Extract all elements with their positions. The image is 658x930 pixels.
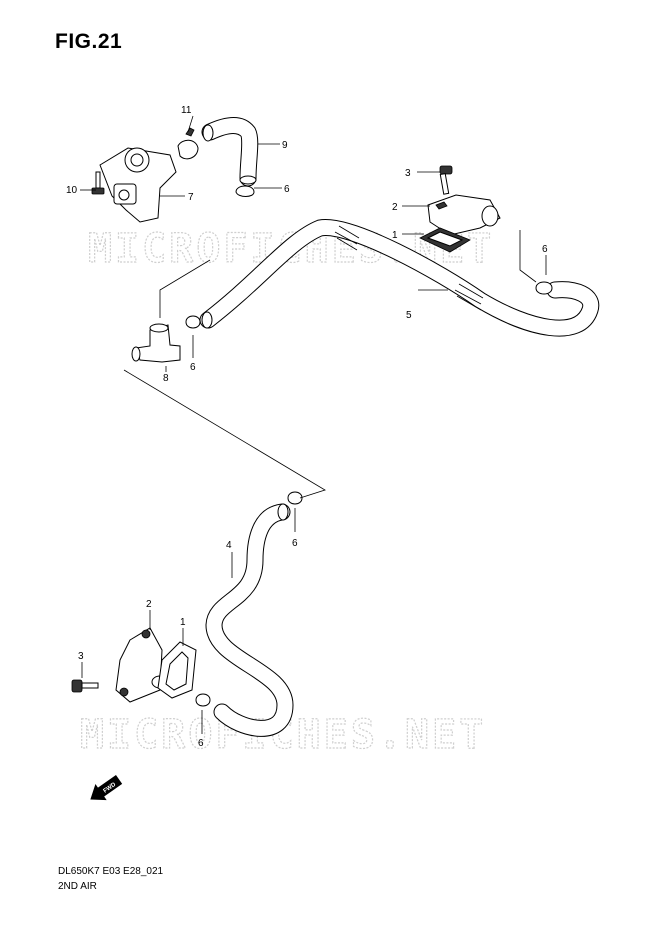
gasket-1-top[interactable] — [419, 227, 471, 253]
clamp-6-c[interactable] — [535, 281, 553, 295]
callout-10: 10 — [66, 185, 78, 196]
fwd-arrow-icon: FWD — [90, 775, 123, 801]
callout-5: 5 — [406, 310, 412, 321]
callout-3-top: 3 — [405, 168, 411, 179]
callout-7: 7 — [188, 192, 194, 203]
clamp-6-d[interactable] — [287, 491, 303, 505]
clamp-6-b[interactable] — [185, 315, 201, 329]
leader-lines — [80, 115, 547, 734]
callout-2-bottom: 2 — [146, 599, 152, 610]
connector-8[interactable] — [131, 323, 181, 363]
model-code: DL650K7 E03 E28_021 — [58, 866, 164, 877]
bolt-10[interactable] — [91, 171, 105, 195]
gasket-1-bottom[interactable] — [157, 641, 197, 699]
diagram-name: 2ND AIR — [58, 881, 97, 892]
bolt-3-top[interactable] — [439, 165, 453, 195]
callout-6-e: 6 — [198, 738, 204, 749]
bolt-3-bottom[interactable] — [71, 679, 99, 693]
hose-5[interactable] — [199, 219, 600, 337]
callout-8: 8 — [163, 373, 169, 384]
hose-4[interactable] — [205, 503, 294, 737]
cover-2-bottom[interactable] — [115, 627, 169, 703]
clamp-6-e[interactable] — [195, 693, 211, 707]
callout-9: 9 — [282, 140, 288, 151]
hose-9[interactable] — [201, 117, 259, 187]
callout-6-a: 6 — [284, 184, 290, 195]
callout-2-top: 2 — [392, 202, 398, 213]
callout-6-d: 6 — [292, 538, 298, 549]
callout-6-c: 6 — [542, 244, 548, 255]
callout-11: 11 — [181, 105, 192, 116]
callout-6-b: 6 — [190, 362, 196, 373]
clamp-6-a[interactable] — [235, 185, 255, 197]
cover-2-top[interactable] — [427, 194, 501, 236]
figure-title: FIG.21 — [55, 30, 123, 53]
callout-4: 4 — [226, 540, 232, 551]
callout-3-bottom: 3 — [78, 651, 84, 662]
clamp-11[interactable] — [177, 127, 199, 160]
valve-7[interactable] — [99, 147, 177, 223]
callout-1-top: 1 — [392, 230, 398, 241]
callout-1-bottom: 1 — [180, 617, 186, 628]
